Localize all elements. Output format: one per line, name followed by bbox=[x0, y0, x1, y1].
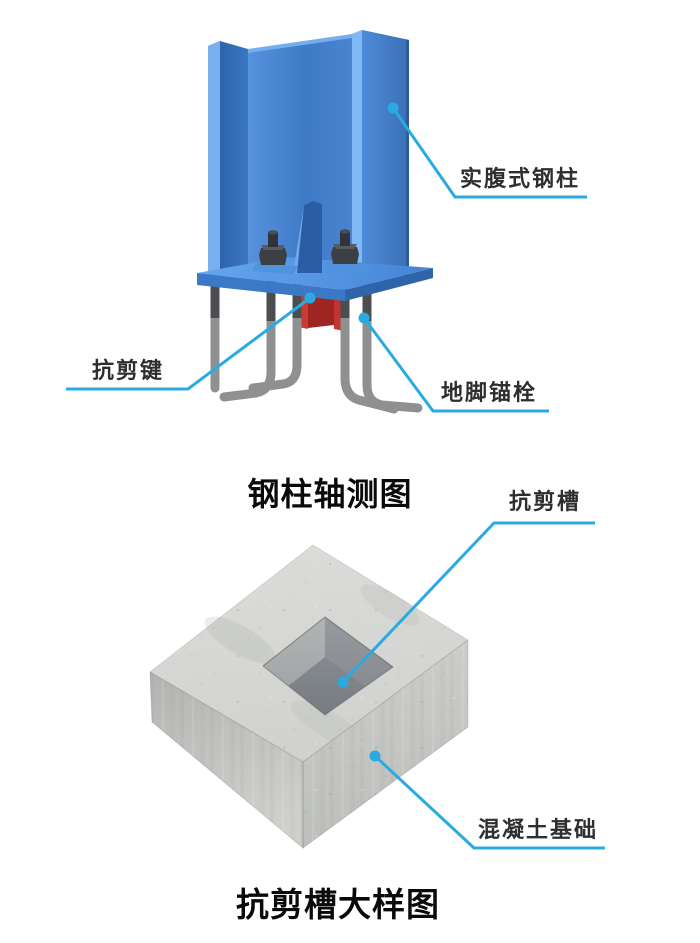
foundation-right-face bbox=[302, 639, 469, 849]
anchor-nut bbox=[252, 230, 298, 274]
column-left-flange bbox=[208, 41, 248, 280]
callout-dot bbox=[337, 676, 349, 688]
leader-solid-web-steel-column bbox=[387, 102, 587, 199]
caption-steel-column-axonometric: 钢柱轴测图 bbox=[247, 476, 413, 512]
leader-anchor-bolt bbox=[358, 312, 549, 413]
callout-dot bbox=[304, 292, 316, 304]
callout-dot bbox=[369, 750, 381, 762]
callout-dot bbox=[358, 312, 370, 324]
anchor-nuts bbox=[252, 229, 370, 274]
anchor-nut bbox=[324, 229, 370, 273]
label-shear-groove: 抗剪槽 bbox=[508, 489, 581, 514]
label-concrete-foundation: 混凝土基础 bbox=[477, 817, 598, 842]
callout-dot bbox=[387, 102, 399, 114]
shear-groove-edges bbox=[262, 616, 394, 716]
leader-lines bbox=[66, 102, 605, 850]
anchor-bolt bbox=[362, 278, 423, 413]
leader-shear-groove bbox=[337, 521, 595, 688]
label-anchor-bolt: 地脚锚栓 bbox=[440, 380, 537, 405]
column-web bbox=[248, 34, 352, 268]
anchor-bolt bbox=[248, 278, 302, 393]
caption-shear-groove-detail: 抗剪槽大样图 bbox=[236, 888, 440, 924]
anchor-bolt bbox=[219, 278, 276, 402]
column-right-flange bbox=[352, 30, 409, 278]
web-stiffener bbox=[293, 201, 322, 273]
anchor-bolt bbox=[340, 278, 399, 414]
label-solid-web-steel-column: 实腹式钢柱 bbox=[459, 166, 580, 191]
steel-column-figure bbox=[197, 30, 433, 414]
leader-concrete-foundation bbox=[369, 750, 605, 850]
label-shear-key: 抗剪键 bbox=[91, 358, 164, 383]
leader-shear-key bbox=[66, 292, 316, 391]
concrete-foundation-figure bbox=[149, 544, 469, 850]
